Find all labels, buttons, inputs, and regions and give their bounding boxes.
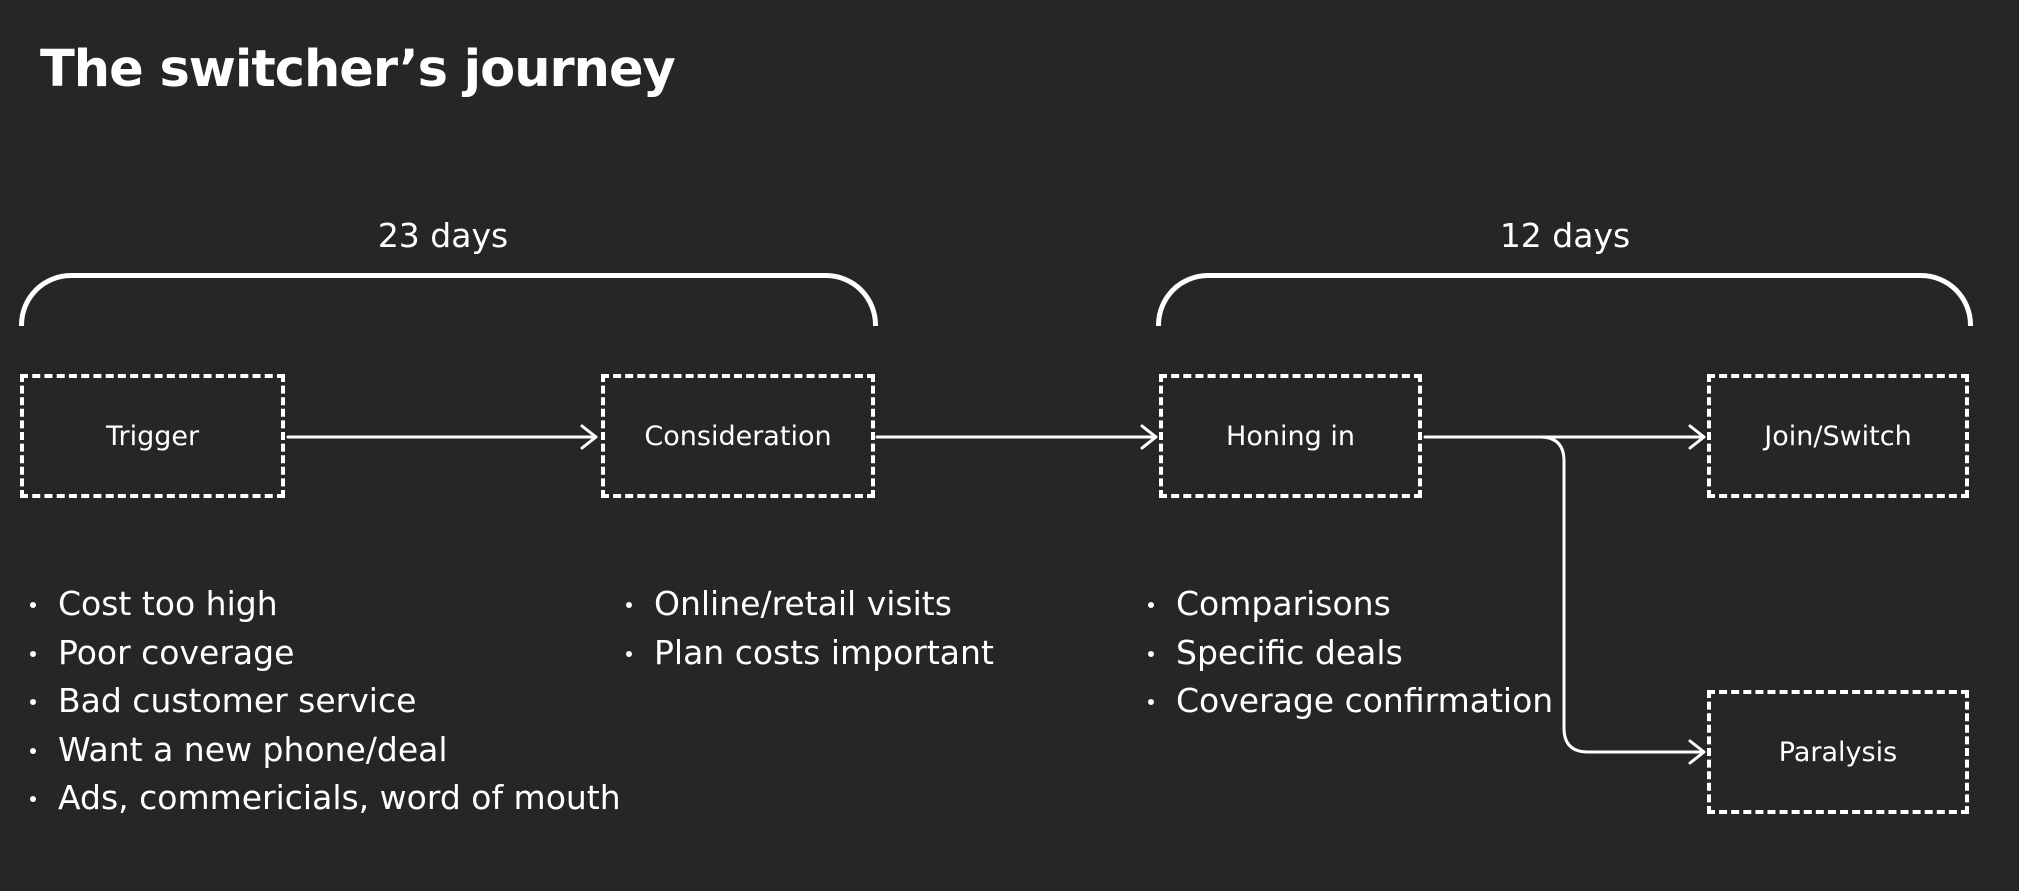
phase-duration-1: 23 days [377, 216, 509, 255]
arrow-trigger-to-consideration [286, 424, 598, 450]
page-title: The switcher’s journey [40, 40, 676, 99]
stage-honing-in: Honing in [1159, 374, 1422, 498]
list-item: Plan costs important [622, 629, 994, 678]
list-item: Comparisons [1144, 580, 1553, 629]
list-item: Bad customer service [26, 677, 621, 726]
stage-paralysis: Paralysis [1707, 690, 1969, 814]
stage-label: Honing in [1226, 420, 1355, 452]
arrow-honing-in-to-join-switch [1423, 424, 1706, 450]
list-item: Want a new phone/deal [26, 726, 621, 775]
arrow-consideration-to-honing-in [875, 424, 1158, 450]
consideration-notes: Online/retail visits Plan costs importan… [622, 580, 994, 677]
stage-consideration: Consideration [601, 374, 875, 498]
stage-label: Consideration [644, 420, 832, 452]
list-item: Coverage confirmation [1144, 677, 1553, 726]
list-item: Poor coverage [26, 629, 621, 678]
stage-label: Join/Switch [1764, 420, 1912, 452]
list-item: Cost too high [26, 580, 621, 629]
honing-in-notes: Comparisons Specific deals Coverage conf… [1144, 580, 1553, 726]
phase-bracket-1 [19, 273, 878, 326]
list-item: Specific deals [1144, 629, 1553, 678]
arrow-honing-in-to-paralysis [1538, 435, 1706, 765]
trigger-notes: Cost too high Poor coverage Bad customer… [26, 580, 621, 823]
list-item: Online/retail visits [622, 580, 994, 629]
stage-label: Paralysis [1778, 736, 1898, 768]
stage-label: Trigger [105, 420, 200, 452]
stage-trigger: Trigger [20, 374, 285, 498]
list-item: Ads, commericials, word of mouth [26, 774, 621, 823]
phase-duration-2: 12 days [1499, 216, 1631, 255]
stage-join-switch: Join/Switch [1707, 374, 1969, 498]
phase-bracket-2 [1156, 273, 1973, 326]
